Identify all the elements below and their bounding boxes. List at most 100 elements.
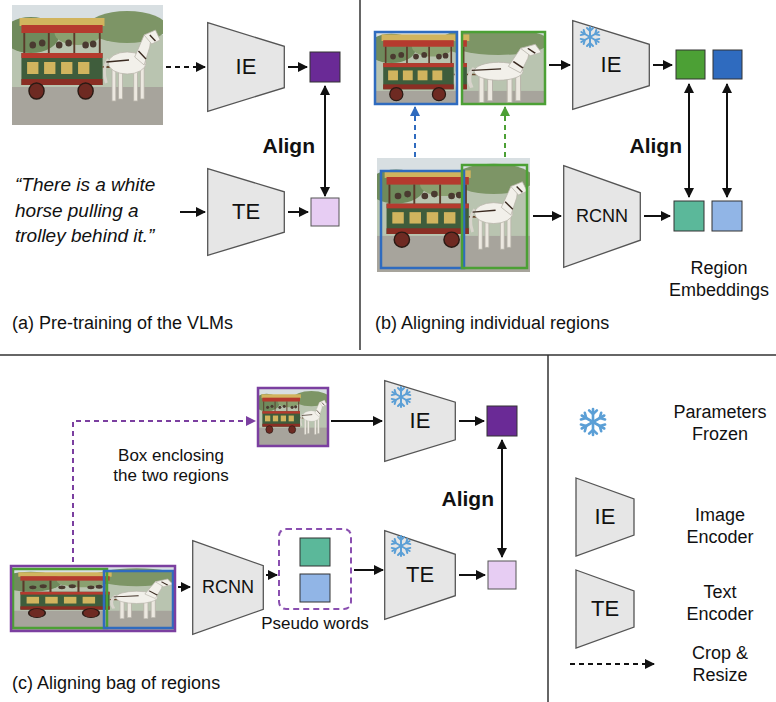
legend-shape-label: TE xyxy=(576,570,634,648)
annotation-text: Box enclosing the two regions xyxy=(108,446,234,487)
arrow xyxy=(644,215,670,217)
connectors xyxy=(266,570,383,575)
divider xyxy=(0,354,776,356)
panel-caption: (c) Aligning bag of regions xyxy=(12,673,342,695)
encoder-label: IE xyxy=(236,54,257,80)
annotation-text: Region Embeddings xyxy=(666,258,772,301)
union-box xyxy=(11,566,175,631)
snowflake-icon xyxy=(580,27,600,47)
union-crop xyxy=(254,388,330,446)
region-embedding xyxy=(300,574,330,602)
arrow xyxy=(331,420,382,422)
text-embedding xyxy=(488,561,516,589)
arrow xyxy=(653,64,672,66)
legend-text: Crop & Resize xyxy=(692,643,748,685)
arrow xyxy=(288,211,308,213)
align-arrow xyxy=(688,84,690,197)
legend-text: Text Encoder xyxy=(686,582,753,624)
region-crop xyxy=(338,24,550,122)
region-embedding xyxy=(712,201,742,231)
region-box xyxy=(462,165,527,268)
arrow-connector xyxy=(354,569,383,571)
encoder-outline xyxy=(385,531,456,620)
region-box xyxy=(13,569,107,628)
legend-text: Parameters Frozen xyxy=(673,402,766,444)
legend-shape-label: IE xyxy=(576,478,634,556)
align-arrow xyxy=(726,84,728,197)
encoder-outline xyxy=(573,21,650,110)
align-label: Align xyxy=(424,486,494,511)
arrow xyxy=(288,66,307,68)
snowflake-icon xyxy=(391,536,411,556)
panel-b xyxy=(338,24,743,272)
photo xyxy=(0,565,180,632)
image-encoder: IE xyxy=(384,380,456,462)
image-embedding xyxy=(487,406,517,436)
divider xyxy=(359,0,361,350)
region-box xyxy=(104,571,173,628)
divider xyxy=(547,355,549,702)
region-crop xyxy=(338,24,550,122)
legend-entry: Parameters Frozen xyxy=(668,402,772,445)
crop-arrow xyxy=(73,421,255,562)
image-encoder: IE xyxy=(572,20,650,110)
arrow xyxy=(178,586,190,588)
align-label: Align xyxy=(245,133,315,158)
crop-arrow xyxy=(504,107,506,157)
image-embedding xyxy=(676,50,705,79)
arrow xyxy=(459,574,485,576)
crop-arrow xyxy=(414,107,416,157)
encoder-label: TE xyxy=(406,562,434,588)
encoder-label: TE xyxy=(232,199,260,225)
region-embedding xyxy=(300,538,330,566)
panel-caption: (a) Pre-training of the VLMs xyxy=(12,313,342,335)
arrow xyxy=(459,420,484,422)
arrow xyxy=(549,64,570,66)
encoder-outline xyxy=(564,166,641,268)
align-label: Align xyxy=(612,133,682,158)
region-crop-border xyxy=(375,32,457,104)
encoder-label: RCNN xyxy=(202,577,254,598)
arrow-connector xyxy=(266,574,277,576)
text-embedding xyxy=(311,198,339,226)
align-arrow xyxy=(324,86,326,196)
image-encoder: IE xyxy=(207,22,285,112)
legend-entry: Text Encoder xyxy=(668,582,772,625)
region-embedding xyxy=(674,201,704,231)
snowflake-icon xyxy=(580,409,606,435)
encoder-outline xyxy=(208,169,285,256)
legend-entry: Crop & Resize xyxy=(668,643,772,686)
encoder-outline xyxy=(208,23,285,112)
region-box xyxy=(381,171,464,268)
image-embedding xyxy=(713,50,742,79)
encoder-label: IE xyxy=(601,52,622,78)
text-encoder: TE xyxy=(384,530,456,620)
image-embedding xyxy=(310,52,340,82)
encoder-label: IE xyxy=(410,408,431,434)
text-encoder: TE xyxy=(207,168,285,256)
encoder-label: RCNN xyxy=(576,206,628,227)
pseudo-words-box: Pseudo words xyxy=(278,528,352,610)
group-label: Pseudo words xyxy=(261,614,369,634)
photo xyxy=(3,5,167,125)
photo xyxy=(367,158,533,272)
photo xyxy=(0,565,180,632)
legend-text: Image Encoder xyxy=(686,505,753,547)
encoder-outline xyxy=(385,381,456,462)
rcnn-encoder: RCNN xyxy=(192,540,264,635)
arrow xyxy=(533,215,561,217)
encoder-outline xyxy=(193,541,264,635)
encoder-shape xyxy=(576,570,634,648)
rcnn-encoder: RCNN xyxy=(563,165,641,268)
encoder-shape xyxy=(576,478,634,556)
align-arrow xyxy=(501,440,503,557)
crop-arrow xyxy=(570,663,654,665)
union-crop xyxy=(254,388,330,446)
panel-caption: (b) Aligning individual regions xyxy=(375,313,755,335)
union-crop-border xyxy=(258,388,328,446)
caption-text: “There is a white horse pulling a trolle… xyxy=(15,172,175,249)
